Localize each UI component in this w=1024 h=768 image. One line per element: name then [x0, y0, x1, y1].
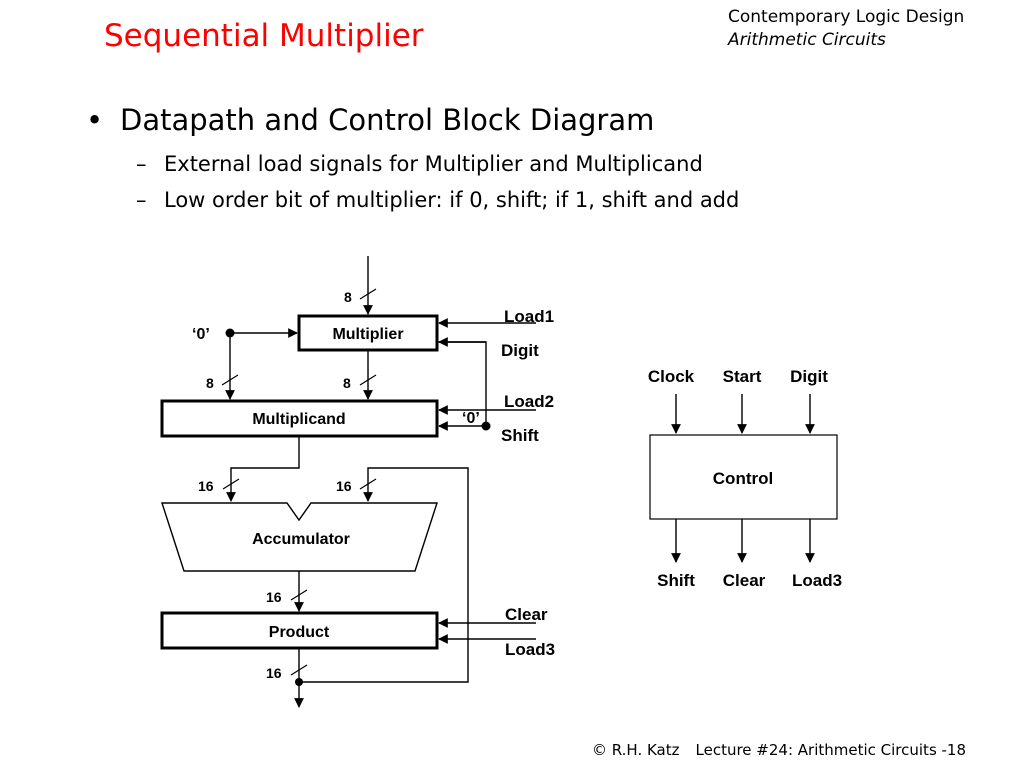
bus-tick — [221, 374, 239, 386]
digit-label: Digit — [501, 341, 539, 360]
control-output-shift: Shift — [657, 571, 695, 590]
zero-constant-label: ‘0’ — [192, 326, 210, 343]
product-label: Product — [269, 624, 330, 641]
datapath-wires — [225, 256, 536, 708]
control-input-clock: Clock — [648, 367, 695, 386]
load2-label: Load2 — [504, 392, 554, 411]
load1-label: Load1 — [504, 307, 554, 326]
bus-width-label: 16 — [198, 478, 214, 494]
sub-bullet-text: External load signals for Multiplier and… — [164, 152, 703, 176]
topic-name: Arithmetic Circuits — [728, 30, 886, 50]
dash-marker: – — [136, 152, 147, 176]
control-output-load3: Load3 — [792, 571, 842, 590]
junction-dot — [295, 678, 303, 686]
junction-dot — [481, 421, 491, 431]
bus-width-label: 16 — [336, 478, 352, 494]
dash-marker: – — [136, 188, 147, 212]
bus-tick — [359, 478, 377, 490]
main-bullet: • Datapath and Control Block Diagram — [86, 103, 654, 137]
bullet-dot: • — [86, 103, 104, 137]
multiplicand-to-acc-wire — [226, 436, 300, 502]
bus-tick — [290, 664, 308, 676]
bus-tick — [359, 288, 377, 300]
main-bullet-text: Datapath and Control Block Diagram — [120, 103, 655, 137]
bus-tick — [359, 374, 377, 386]
control-block — [649, 434, 838, 520]
footer-lecture: Lecture #24: Arithmetic Circuits -18 — [695, 741, 967, 759]
bus-width-label: 16 — [266, 665, 282, 681]
bus-width-label: 8 — [344, 289, 352, 305]
sub-bullet: –External load signals for Multiplier an… — [136, 152, 703, 176]
product-block — [160, 611, 439, 650]
bus-width-label: 8 — [206, 375, 214, 391]
slide-title: Sequential Multiplier — [104, 18, 424, 54]
junction-dot — [225, 328, 235, 338]
header-course-info: Contemporary Logic Design Arithmetic Cir… — [728, 6, 964, 52]
shift-label: Shift — [501, 426, 539, 445]
multiplicand-label: Multiplicand — [252, 411, 345, 428]
control-output-clear: Clear — [723, 571, 766, 590]
accumulator-block — [161, 502, 438, 572]
sub-bullet-text: Low order bit of multiplier: if 0, shift… — [164, 188, 740, 212]
clear-label: Clear — [505, 605, 548, 624]
bus-tick — [222, 478, 240, 490]
multiplier-label: Multiplier — [332, 326, 403, 343]
bus-width-label: 8 — [343, 375, 351, 391]
sub-bullet: –Low order bit of multiplier: if 0, shif… — [136, 188, 739, 212]
course-name: Contemporary Logic Design — [728, 7, 965, 27]
footer-copyright: © R.H. Katz — [592, 741, 680, 759]
control-input-digit: Digit — [790, 367, 828, 386]
bus-tick — [290, 589, 308, 601]
multiplier-block — [297, 314, 439, 352]
control-wires — [671, 394, 815, 563]
control-label: Control — [713, 469, 773, 488]
multiplicand-block — [160, 399, 439, 438]
product-feedback-wire — [299, 467, 469, 683]
bus-ticks — [221, 288, 377, 676]
slide-footer: © R.H. Katz Lecture #24: Arithmetic Circu… — [592, 741, 966, 759]
accumulator-label: Accumulator — [252, 531, 350, 548]
load3-label: Load3 — [505, 640, 555, 659]
zero-constant-label: ‘0’ — [462, 410, 480, 427]
bus-width-label: 16 — [266, 589, 282, 605]
control-input-start: Start — [723, 367, 762, 386]
